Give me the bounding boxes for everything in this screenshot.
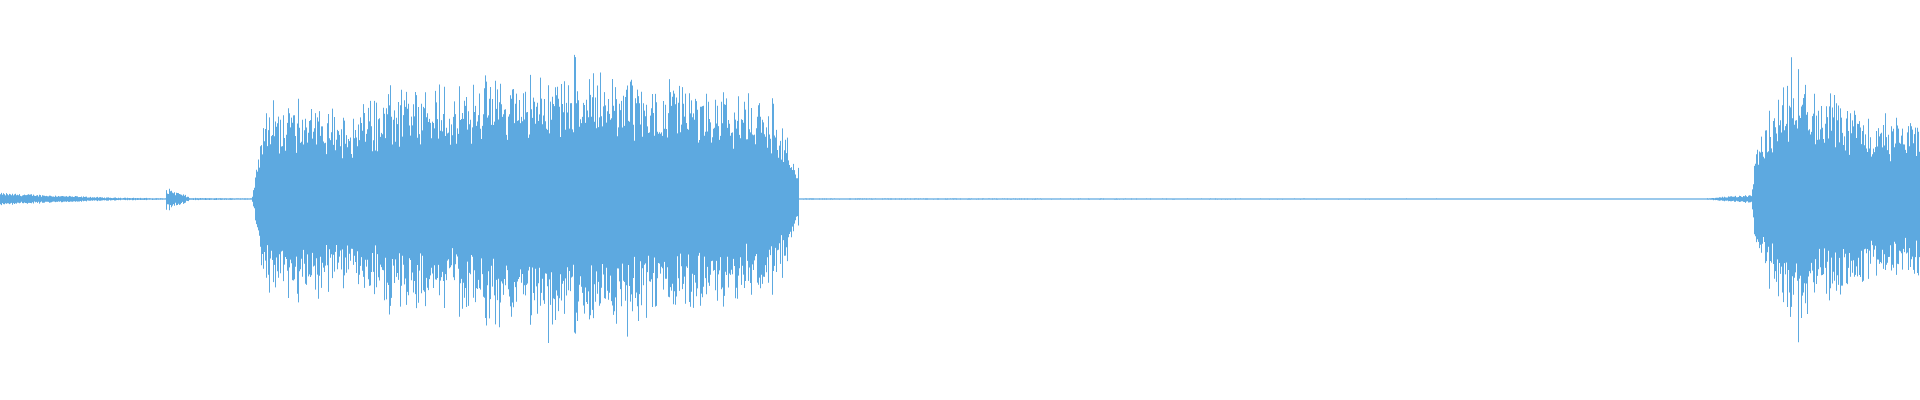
waveform-samples [0, 54, 1920, 343]
